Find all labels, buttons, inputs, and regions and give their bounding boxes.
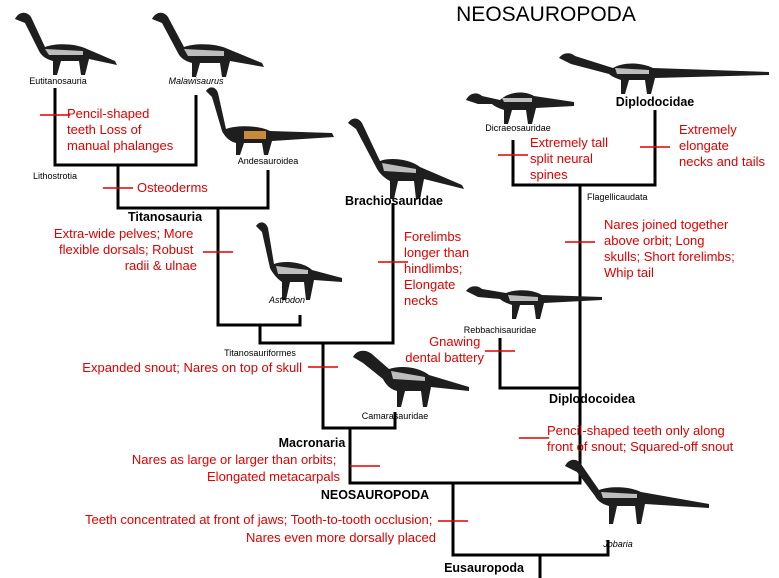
label-flagellicaudata: Flagellicaudata: [587, 192, 648, 202]
silhouette-jobaria: [565, 459, 709, 524]
silhouette-andesauroidea: [206, 87, 334, 155]
label-macronaria: Macronaria: [279, 436, 347, 450]
silhouette-malawisaurus: [152, 12, 264, 78]
label-eusauropoda: Eusauropoda: [444, 561, 525, 575]
label-diplodocidae: Diplodocidae: [616, 95, 695, 109]
label-neosauropoda: NEOSAUROPODA: [321, 488, 429, 502]
note-macronaria: Nares as large or larger than orbits; El…: [132, 452, 341, 484]
silhouette-rebbachisauridae: [466, 286, 602, 319]
label-camarasauridae: Camarasauridae: [362, 411, 429, 421]
label-lithostrotia: Lithostrotia: [33, 171, 77, 181]
note-rebbachisauridae: Gnawing dental battery: [405, 334, 484, 365]
branch-neosauropoda: [348, 185, 582, 485]
label-astrodon: Astrodon: [268, 295, 305, 305]
label-titanosauria: Titanosauria: [128, 210, 203, 224]
figure-title: NEOSAUROPODA: [456, 3, 636, 26]
note-neosauropoda: Teeth concentrated at front of jaws; Too…: [85, 512, 436, 545]
character-ticks: [40, 114, 670, 522]
silhouette-brachiosauridae: [348, 118, 464, 199]
label-titanosauriformes: Titanosauriformes: [224, 348, 296, 358]
note-titanosauria: Extra-wide pelves; More flexible dorsals…: [54, 226, 197, 273]
branch-macronaria: [321, 343, 397, 430]
silhouette-astrodon: [256, 222, 342, 300]
silhouette-camarasauridae: [353, 350, 469, 407]
label-diplodocoidea: Diplodocoidea: [549, 392, 636, 406]
label-eutitanosauria: Eutitanosauria: [29, 76, 87, 86]
silhouette-dicraeosauridae: [466, 92, 574, 124]
branch-lithostrotia: [116, 165, 270, 210]
branch-eutitanosauria: [53, 88, 198, 167]
note-dicraeosauridae: Extremely tall split neural spines: [530, 135, 612, 182]
note-brachiosauridae: Forelimbs longer than hindlimbs; Elongat…: [404, 229, 473, 308]
silhouette-eutitanosauria: [15, 12, 117, 76]
note-titanosauriformes: Expanded snout; Nares on top of skull: [82, 360, 302, 375]
label-andesauroidea: Andesauroidea: [238, 156, 299, 166]
note-diplodocidae: Extremely elongate necks and tails: [679, 122, 765, 169]
note-flagellicaudata: Nares joined together above orbit; Long …: [604, 217, 738, 280]
branch-diplodocoidea: [498, 338, 580, 390]
note-pencil-teeth: Pencil-shaped teeth Loss of manual phala…: [67, 106, 174, 153]
note-osteoderms: Osteoderms: [137, 180, 208, 195]
label-malawisaurus: Malawisaurus: [168, 76, 224, 86]
taxon-labels: Eutitanosauria Malawisaurus Andesauroide…: [29, 76, 694, 575]
label-brachiosauridae: Brachiosauridae: [345, 194, 443, 208]
label-rebbachisauridae: Rebbachisauridae: [464, 325, 537, 335]
label-jobaria: Jobaria: [602, 539, 633, 549]
label-dicraeosauridae: Dicraeosauridae: [485, 123, 551, 133]
note-diplodocoidea: Pencil-shaped teeth only along front of …: [547, 423, 734, 454]
branch-titanosauriformes: [258, 203, 395, 345]
branch-eusauropoda: [451, 483, 610, 557]
silhouette-diplodocidae: [559, 53, 769, 94]
character-notes: Pencil-shaped teeth Loss of manual phala…: [54, 106, 766, 545]
